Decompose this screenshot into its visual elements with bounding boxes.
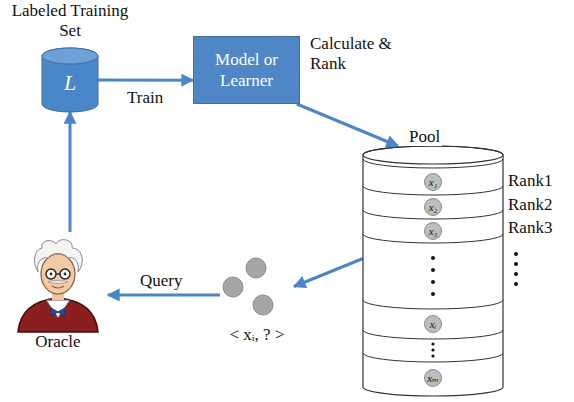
query-group: < xᵢ, ? > xyxy=(220,255,294,345)
sample-label: x₁ xyxy=(429,174,438,190)
query-samples xyxy=(223,258,273,315)
pool-band xyxy=(363,300,503,309)
process-box: Model or Learner xyxy=(193,36,300,104)
node-title: L xyxy=(42,70,98,96)
oracle-figure xyxy=(18,240,98,332)
flow-arrow xyxy=(297,104,398,146)
ellipsis-dot xyxy=(431,256,435,260)
ellipsis-dot xyxy=(431,280,435,284)
sample-circle: x₂ xyxy=(424,198,442,216)
ellipsis-dot xyxy=(431,354,434,357)
sample-circle: xₘ xyxy=(424,369,442,387)
query-label: < xᵢ, ? > xyxy=(220,325,294,345)
rank-label: Rank1 xyxy=(508,171,552,191)
flow-arrow xyxy=(294,259,363,287)
sample-label: x₃ xyxy=(429,223,438,239)
rank-label: Rank3 xyxy=(508,218,552,238)
rank-label: Rank2 xyxy=(508,195,552,215)
sample-label: x₂ xyxy=(429,199,438,215)
sample-circle: x₁ xyxy=(424,173,442,191)
flow-arrow xyxy=(98,79,193,82)
node-title: Model or Learner xyxy=(202,49,291,91)
rank-dots xyxy=(514,252,518,286)
oracle-node: Oracle xyxy=(8,232,108,356)
sample-circle: x₃ xyxy=(424,222,442,240)
sample-circle: xᵢ xyxy=(424,315,442,333)
ellipsis-dot xyxy=(431,292,435,296)
edge-label: Calculate & Rank xyxy=(308,34,404,74)
node-title: Pool xyxy=(407,128,442,146)
sample-label: xᵢ xyxy=(430,316,437,332)
sample-label: xₘ xyxy=(427,370,439,386)
flow-arrow xyxy=(69,112,72,232)
node-heading: Labeled Training Set xyxy=(10,1,130,41)
node-title: Oracle xyxy=(8,332,108,352)
pool-band xyxy=(363,159,503,168)
edge-label: Train xyxy=(125,88,165,108)
data-cylinder: Labeled Training SetL xyxy=(42,48,98,112)
edge-label: Query xyxy=(138,271,184,291)
flow-arrow xyxy=(108,293,220,296)
ellipsis-dot xyxy=(431,348,434,351)
ellipsis-dot xyxy=(431,268,435,272)
ellipsis-dot xyxy=(431,342,434,345)
pool-band xyxy=(363,353,503,362)
pool-cylinder: Poolx₁x₂x₃xᵢxₘ xyxy=(363,146,503,396)
